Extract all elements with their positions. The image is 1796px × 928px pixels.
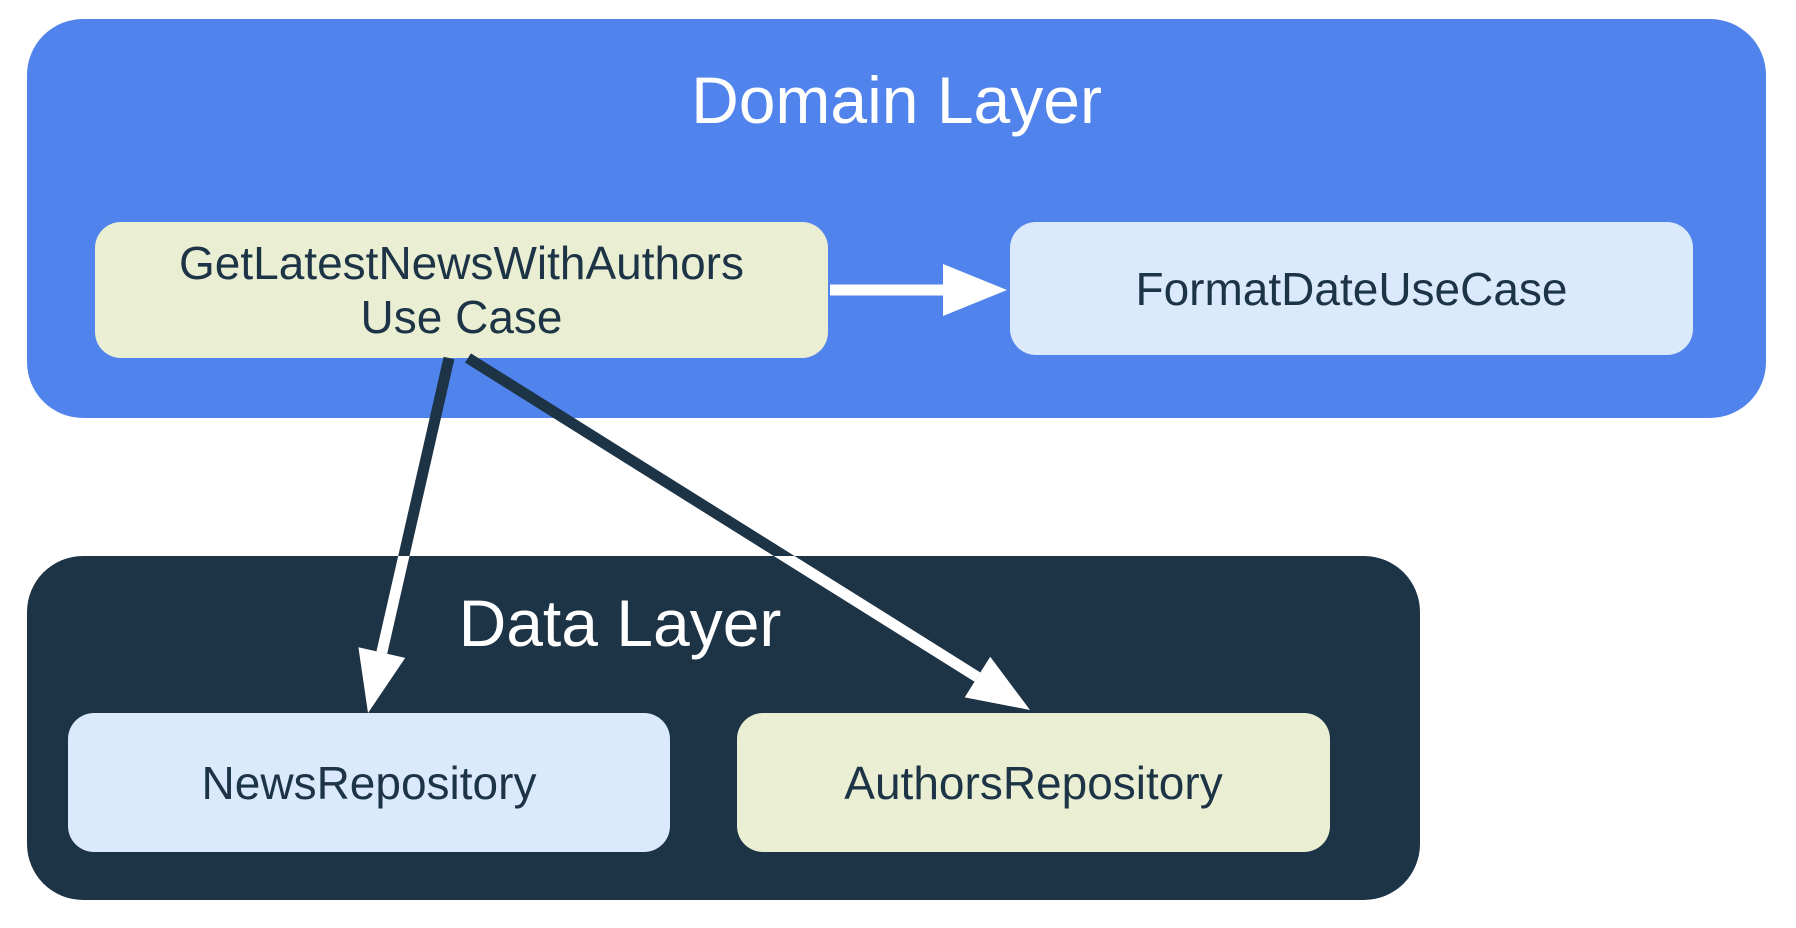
node-label-line2: Use Case — [360, 291, 563, 343]
node-news-repository: NewsRepository — [68, 713, 670, 852]
node-label: AuthorsRepository — [844, 756, 1223, 809]
node-label: NewsRepository — [201, 756, 537, 809]
node-label: FormatDateUseCase — [1135, 262, 1568, 315]
node-label-line1: GetLatestNewsWithAuthors — [178, 237, 744, 289]
data-layer-title: Data Layer — [458, 586, 782, 660]
node-get-latest-news-with-authors-use-case: GetLatestNewsWithAuthors Use Case — [95, 222, 828, 358]
node-authors-repository: AuthorsRepository — [737, 713, 1330, 852]
node-format-date-use-case: FormatDateUseCase — [1010, 222, 1693, 355]
domain-layer-title: Domain Layer — [691, 63, 1102, 137]
